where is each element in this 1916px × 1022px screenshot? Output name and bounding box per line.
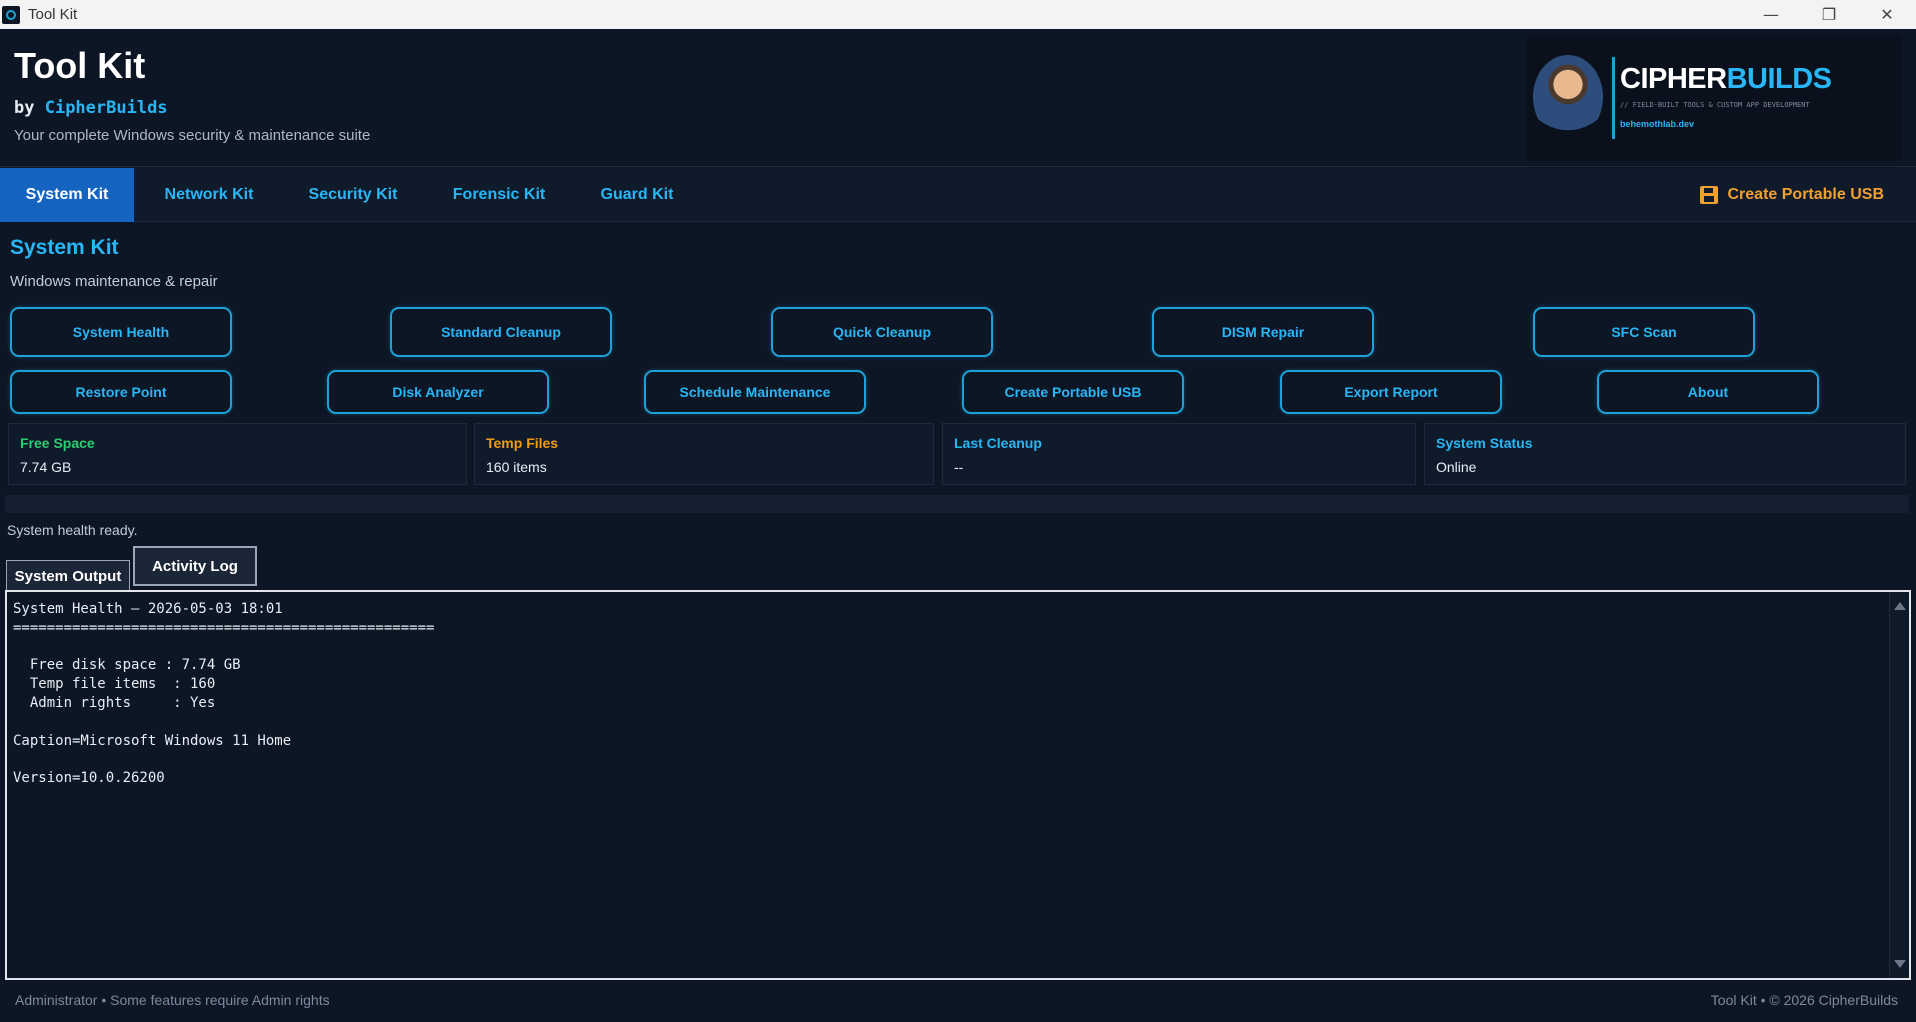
byline: by CipherBuilds [14,98,168,118]
tab-guard-kit[interactable]: Guard Kit [600,186,674,203]
disk-analyzer-button[interactable]: Disk Analyzer [327,370,549,414]
export-report-button[interactable]: Export Report [1280,370,1502,414]
kit-nav: System Kit Network Kit Security Kit Fore… [0,168,1916,222]
stat-card-temp-files: Temp Files 160 items [474,423,934,485]
restore-point-button[interactable]: Restore Point [10,370,232,414]
tagline: Your complete Windows security & mainten… [14,127,371,144]
app-icon [2,5,20,24]
stat-label: Last Cleanup [954,435,1042,451]
footer-copyright: Tool Kit • © 2026 CipherBuilds [1710,992,1898,1008]
section-title: System Kit [10,236,119,259]
tab-system-kit[interactable]: System Kit [0,168,134,222]
logo-wordmark: CIPHERBUILDS [1620,63,1832,96]
section-subtitle: Windows maintenance & repair [10,273,218,290]
quick-cleanup-button[interactable]: Quick Cleanup [771,307,993,357]
stat-label: Temp Files [486,435,559,451]
window-titlebar: Tool Kit — ❐ ✕ [0,0,1916,29]
progress-bar [5,495,1909,513]
logo-word-a: CIPHER [1620,63,1727,95]
stat-label: System Status [1436,435,1533,451]
tab-security-kit[interactable]: Security Kit [308,186,398,203]
tab-system-output[interactable]: System Output [6,560,130,592]
stat-value: 160 items [486,459,547,475]
restore-icon[interactable]: ❐ [1821,5,1837,24]
dism-repair-button[interactable]: DISM Repair [1152,307,1374,357]
tab-network-kit[interactable]: Network Kit [164,186,254,203]
scroll-down-icon[interactable] [1894,960,1906,968]
mascot-image [1533,55,1603,139]
app-title: Tool Kit [14,45,146,86]
close-icon[interactable]: ✕ [1880,5,1894,24]
stat-card-last-cleanup: Last Cleanup -- [942,423,1416,485]
byline-brand: CipherBuilds [44,98,168,118]
footer-admin-note: Administrator • Some features require Ad… [15,992,330,1008]
stat-card-free-space: Free Space 7.74 GB [8,423,467,485]
tab-activity-log[interactable]: Activity Log [133,546,257,586]
floppy-disk-icon [1699,186,1718,204]
scroll-up-icon[interactable] [1894,602,1906,610]
app-header: Tool Kit by CipherBuilds Your complete W… [0,29,1916,167]
output-scrollbar[interactable] [1889,592,1909,978]
minimize-icon[interactable]: — [1763,5,1779,24]
logo-subtitle: // FIELD-BUILT TOOLS & CUSTOM APP DEVELO… [1620,101,1810,109]
about-button[interactable]: About [1597,370,1819,414]
stat-label: Free Space [20,435,95,451]
status-text: System health ready. [7,522,138,538]
stat-value: Online [1436,459,1477,475]
schedule-maintenance-button[interactable]: Schedule Maintenance [644,370,866,414]
brand-logo: CIPHERBUILDS // FIELD-BUILT TOOLS & CUST… [1527,35,1902,161]
logo-word-b: BUILDS [1726,63,1832,95]
system-health-button[interactable]: System Health [10,307,232,357]
create-portable-usb-nav-button[interactable]: Create Portable USB [1699,168,1885,222]
stat-value: -- [954,459,964,475]
status-footer: Administrator • Some features require Ad… [0,982,1916,1022]
sfc-scan-button[interactable]: SFC Scan [1533,307,1755,357]
output-text: System Health — 2026-05-03 18:01 =======… [13,601,435,787]
system-output-panel[interactable]: System Health — 2026-05-03 18:01 =======… [5,590,1911,980]
standard-cleanup-button[interactable]: Standard Cleanup [390,307,612,357]
usb-label: Create Portable USB [1727,186,1885,203]
create-portable-usb-button[interactable]: Create Portable USB [962,370,1184,414]
tab-forensic-kit[interactable]: Forensic Kit [452,186,546,203]
stat-card-system-status: System Status Online [1424,423,1906,485]
stat-value: 7.74 GB [20,459,72,475]
logo-url: behemothlab.dev [1620,119,1695,129]
window-title: Tool Kit [28,6,78,23]
byline-prefix: by [14,98,45,118]
logo-divider [1612,57,1615,139]
